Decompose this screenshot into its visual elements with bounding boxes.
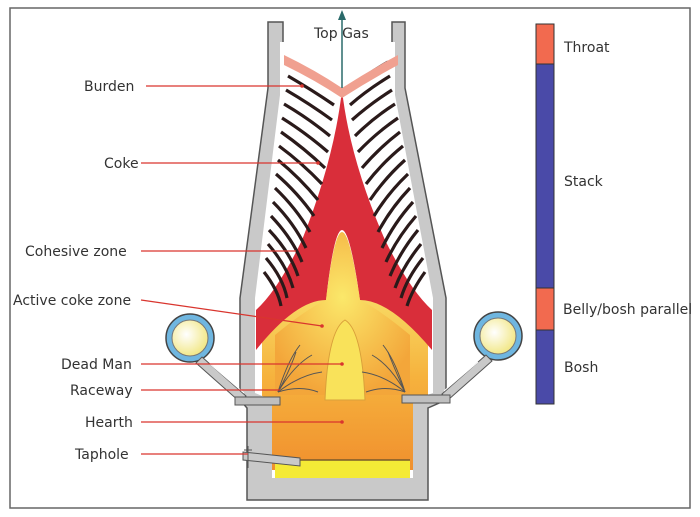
zone-bar-belly bbox=[536, 288, 554, 330]
zone-bar-bosh bbox=[536, 330, 554, 404]
label-cohesive-zone: Cohesive zone bbox=[25, 244, 127, 260]
label-dead-man: Dead Man bbox=[61, 357, 132, 373]
zone-label-throat: Throat bbox=[563, 40, 610, 56]
zone-label-stack: Stack bbox=[564, 174, 604, 190]
label-raceway: Raceway bbox=[70, 383, 133, 399]
label-coke: Coke bbox=[104, 156, 139, 172]
zone-label-bosh: Bosh bbox=[564, 360, 598, 376]
zone-bar-throat bbox=[536, 24, 554, 64]
label-taphole: Taphole bbox=[74, 447, 129, 463]
label-active-coke-zone: Active coke zone bbox=[13, 293, 131, 309]
label-burden: Burden bbox=[84, 79, 134, 95]
zone-bar bbox=[536, 24, 554, 404]
zone-label-belly: Belly/bosh parallel bbox=[563, 302, 692, 318]
top-gas-label: Top Gas bbox=[313, 26, 369, 42]
label-hearth: Hearth bbox=[85, 415, 133, 431]
zone-bar-stack bbox=[536, 64, 554, 288]
